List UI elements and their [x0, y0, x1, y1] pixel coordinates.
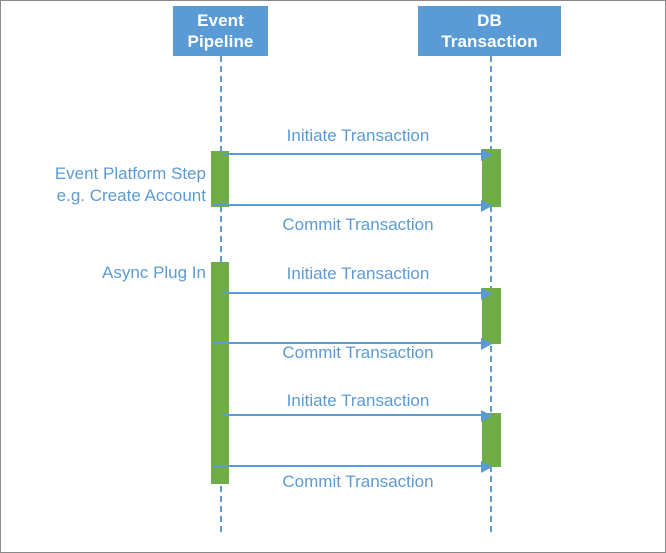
- activation-bar-db-2: [482, 288, 501, 344]
- message-arrow-commit-transaction-1: [213, 200, 492, 212]
- message-label-initiate-transaction-1: Initiate Transaction: [286, 126, 430, 145]
- message-arrow-initiate-transaction-3: [223, 410, 492, 422]
- participant-event-pipeline-label: Event Pipeline: [187, 11, 254, 51]
- activation-bar-db-3: [482, 413, 501, 467]
- side-label-async-plug-in: Async Plug In: [102, 263, 206, 282]
- side-label-event-platform-step: Event Platform Step e.g. Create Account: [54, 164, 206, 205]
- arrowhead-right-icon: [481, 461, 492, 473]
- message-arrow-initiate-transaction-1: [223, 149, 492, 161]
- message-arrow-initiate-transaction-2: [223, 288, 492, 300]
- message-label-initiate-transaction-2: Initiate Transaction: [286, 264, 430, 283]
- message-label-initiate-transaction-3: Initiate Transaction: [286, 391, 430, 410]
- message-label-commit-transaction-1: Commit Transaction: [282, 215, 434, 234]
- participant-event-pipeline[interactable]: Event Pipeline: [173, 6, 268, 56]
- arrowhead-right-icon: [481, 338, 492, 350]
- arrowhead-right-icon: [481, 200, 492, 212]
- arrowhead-right-icon: [481, 288, 492, 300]
- activation-bar-pipeline-1: [211, 151, 229, 207]
- participant-db-transaction[interactable]: DB Transaction: [418, 6, 561, 56]
- arrowhead-right-icon: [481, 149, 492, 161]
- activation-bar-db-1: [482, 149, 501, 207]
- message-arrow-commit-transaction-3: [213, 461, 492, 473]
- message-label-commit-transaction-2: Commit Transaction: [282, 343, 434, 362]
- arrowhead-right-icon: [481, 410, 492, 422]
- message-label-commit-transaction-3: Commit Transaction: [282, 472, 434, 491]
- activation-bar-pipeline-2: [211, 262, 229, 484]
- participant-db-transaction-label: DB Transaction: [441, 11, 538, 51]
- message-arrow-commit-transaction-2: [213, 338, 492, 350]
